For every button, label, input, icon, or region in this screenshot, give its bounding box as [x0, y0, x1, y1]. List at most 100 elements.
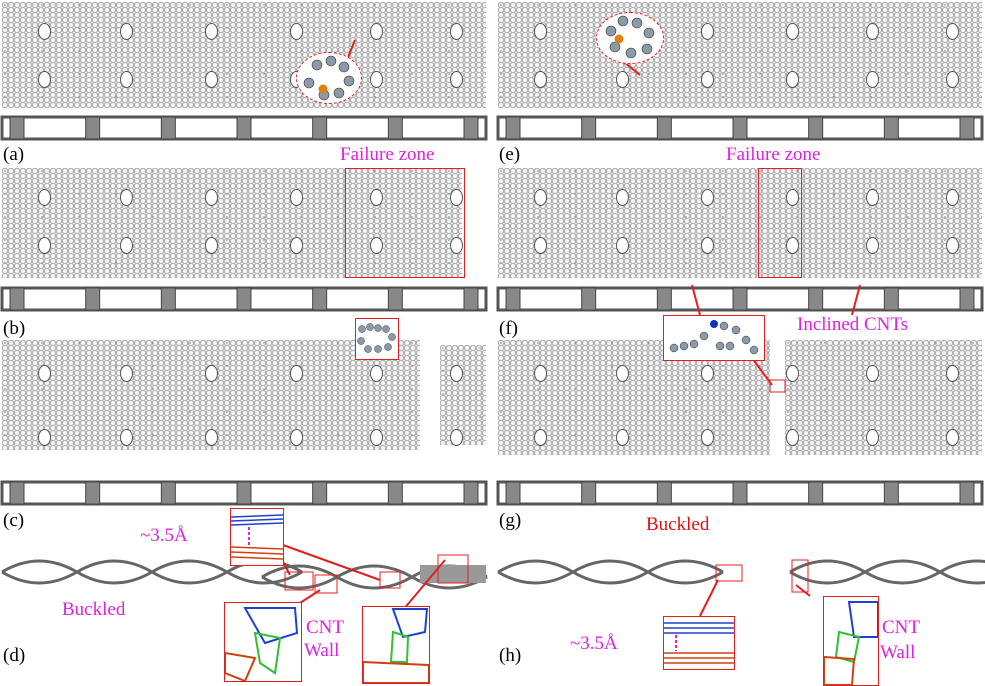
panel-label-g: (g) [499, 510, 522, 531]
cnt-pillar [387, 481, 403, 505]
callout-line [851, 284, 861, 316]
cnt-pillar [656, 481, 672, 505]
cross-section-strip [496, 480, 984, 506]
sheet-hole [534, 189, 547, 206]
cnt-pillar [732, 116, 748, 140]
sheet-hole [946, 71, 959, 88]
cnt-pillar [9, 481, 25, 505]
cnt-pillar [732, 481, 748, 505]
sheet-hole [616, 365, 629, 382]
cnt-pillar [808, 116, 824, 140]
inset-spacing-h [663, 616, 735, 670]
cross-section-strip [496, 115, 984, 141]
cnt-pillar [808, 287, 824, 311]
cnt-pillar [581, 481, 597, 505]
inset-cnt-wall-h [823, 596, 879, 686]
sheet-hole [205, 365, 218, 382]
sheet-hole [120, 237, 133, 254]
sheet-hole [946, 365, 959, 382]
highlight-box [379, 571, 401, 589]
sheet-hole [370, 71, 383, 88]
sheet-hole [786, 429, 799, 446]
sheet-hole [701, 429, 714, 446]
sheet-hole [370, 189, 383, 206]
cnt-pillar [883, 116, 899, 140]
cnt-pillar [656, 116, 672, 140]
buckled-sheet-top [497, 559, 724, 574]
cnt-wall-label-left-2: Wall [304, 640, 340, 661]
failure-zone-box-left [345, 168, 465, 278]
cnt-pillar [312, 481, 328, 505]
cnt-pillar [9, 287, 25, 311]
cnt-wall-label-right-1: CNT [882, 617, 920, 638]
sheet-hole [786, 71, 799, 88]
cnt-pillar [505, 116, 521, 140]
graphene-sheet-c-right [440, 345, 486, 445]
graphene-sheet-e [498, 2, 982, 108]
sheet-hole [450, 71, 463, 88]
sheet-hole [38, 71, 51, 88]
sheet-hole [866, 429, 879, 446]
cnt-pillar [236, 287, 252, 311]
cnt-pillar [959, 287, 975, 311]
sheet-hole [290, 23, 303, 40]
sheet-hole [534, 429, 547, 446]
panel-label-c: (c) [3, 510, 25, 531]
panel-label-e: (e) [499, 144, 521, 165]
callout-line [699, 579, 719, 617]
cnt-pillar [160, 116, 176, 140]
cnt-pillar [732, 287, 748, 311]
sheet-hole [786, 365, 799, 382]
buckled-sheet-top [789, 559, 985, 574]
cnt-pillar [581, 287, 597, 311]
sheet-hole [946, 23, 959, 40]
inset-cnt-wall-d2 [362, 606, 430, 684]
cnt-pillar [959, 116, 975, 140]
sheet-hole [701, 23, 714, 40]
sheet-hole [450, 23, 463, 40]
sheet-hole [290, 189, 303, 206]
cnt-pillar [883, 287, 899, 311]
spacing-label-right: ~3.5Å [570, 633, 618, 654]
sheet-hole [370, 23, 383, 40]
inset-atoms-a [296, 52, 362, 104]
sheet-hole [120, 71, 133, 88]
sheet-hole [701, 237, 714, 254]
sheet-hole [701, 365, 714, 382]
sheet-hole [946, 237, 959, 254]
sheet-hole [205, 71, 218, 88]
sheet-hole [946, 429, 959, 446]
cnt-pillar [85, 481, 101, 505]
buckled-label-left: Buckled [62, 599, 126, 620]
sheet-hole [38, 23, 51, 40]
cnt-pillar [236, 481, 252, 505]
sheet-hole [205, 237, 218, 254]
cnt-pillar [9, 116, 25, 140]
inset-atoms-c [355, 318, 399, 360]
sheet-hole [38, 429, 51, 446]
buckled-sheet-bottom [497, 570, 724, 585]
highlight-box [715, 564, 743, 582]
sheet-hole [370, 429, 383, 446]
graphene-sheet-a [2, 2, 486, 108]
sheet-hole [616, 237, 629, 254]
sheet-hole [450, 189, 463, 206]
panel-label-a: (a) [3, 144, 25, 165]
cnt-pillar [505, 287, 521, 311]
failure-zone-box-right [758, 168, 802, 278]
inset-cnt-wall-d1 [224, 602, 302, 682]
sheet-hole [616, 429, 629, 446]
sheet-hole [786, 237, 799, 254]
cnt-pillar [463, 287, 479, 311]
cross-section-strip [0, 480, 488, 506]
sheet-hole [866, 365, 879, 382]
highlight-box [791, 559, 809, 593]
cnt-pillar [160, 287, 176, 311]
sheet-hole [786, 23, 799, 40]
sheet-hole [786, 189, 799, 206]
sheet-hole [946, 189, 959, 206]
sheet-hole [120, 23, 133, 40]
cnt-pillar [581, 116, 597, 140]
graphene-sheet-f [498, 168, 982, 278]
